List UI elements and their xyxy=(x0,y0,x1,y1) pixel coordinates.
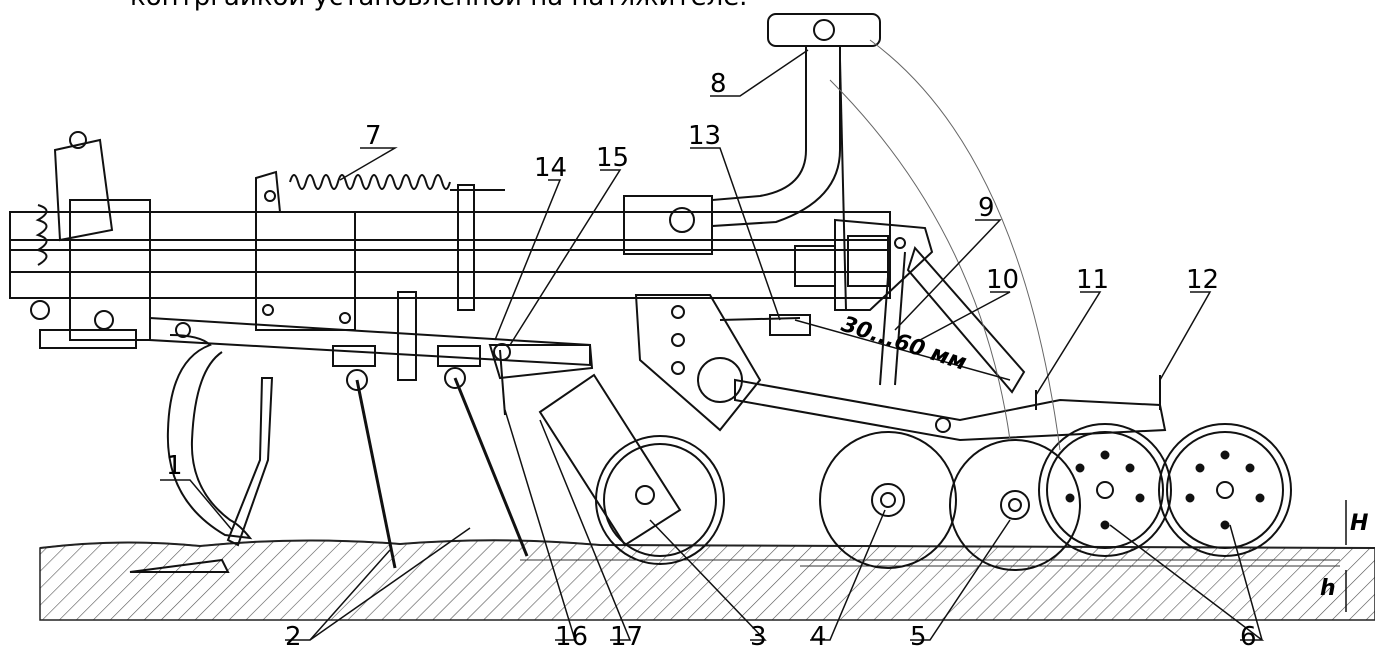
part-labels: 1 2 3 4 5 6 7 8 9 10 11 12 13 14 15 16 1… xyxy=(166,69,1257,652)
roller-6a xyxy=(1038,423,1172,557)
label-7: 7 xyxy=(365,121,382,151)
label-12: 12 xyxy=(1186,265,1219,295)
stand-8 xyxy=(711,13,881,311)
label-6: 6 xyxy=(1240,622,1257,652)
leader-lines xyxy=(160,49,1265,641)
depth-dimensions: H h xyxy=(1320,500,1368,612)
roller-6b xyxy=(1158,423,1292,557)
label-3: 3 xyxy=(750,622,767,652)
construction-arcs xyxy=(829,39,1061,451)
label-8: 8 xyxy=(710,69,727,99)
tines-2 xyxy=(332,291,529,569)
depth-H-label: H xyxy=(1350,511,1368,536)
disc-5 xyxy=(949,439,1081,571)
label-4: 4 xyxy=(810,622,827,652)
rotor-3 xyxy=(488,343,725,565)
front-hitch xyxy=(30,131,137,349)
depth-h-label: h xyxy=(1320,576,1336,601)
label-10: 10 xyxy=(986,265,1019,295)
label-17: 17 xyxy=(610,622,643,652)
label-13: 13 xyxy=(688,121,721,151)
caption-text: контргайкой установленной на натяжителе. xyxy=(130,0,747,12)
lower-beam xyxy=(149,316,591,367)
roller-frame xyxy=(734,375,1167,442)
label-1: 1 xyxy=(166,451,183,481)
label-2: 2 xyxy=(285,622,302,652)
label-16: 16 xyxy=(555,622,588,652)
side-plate xyxy=(834,218,1026,394)
label-15: 15 xyxy=(596,143,629,173)
label-11: 11 xyxy=(1076,265,1109,295)
frame-bracket xyxy=(255,170,475,331)
spring-7 xyxy=(289,174,505,191)
label-14: 14 xyxy=(534,153,567,183)
label-9: 9 xyxy=(978,193,995,223)
disc-4 xyxy=(819,431,957,569)
tensioner-13 xyxy=(634,294,811,432)
shank-1 xyxy=(129,334,274,573)
label-5: 5 xyxy=(910,622,927,652)
